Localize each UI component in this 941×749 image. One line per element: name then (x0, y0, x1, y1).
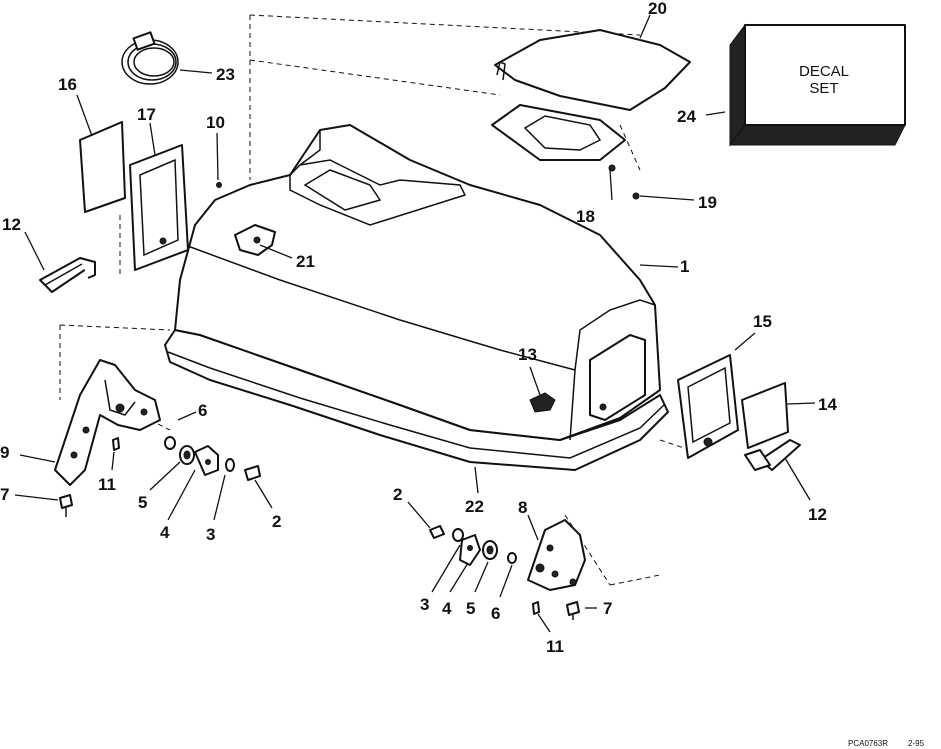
callout-4-right: 4 (442, 599, 452, 618)
callout-20: 20 (648, 0, 667, 18)
callout-21: 21 (296, 252, 315, 271)
hardware-right (216, 182, 640, 620)
callout-18: 18 (576, 207, 595, 226)
latch-part-12-left (39, 257, 96, 293)
callout-6-left: 6 (198, 401, 207, 420)
footer-code-text: PCA0763R (848, 739, 888, 748)
callout-23: 23 (216, 65, 235, 84)
decal-sheet-part-16 (79, 121, 126, 213)
callout-7-right: 7 (603, 599, 612, 618)
callout-13: 13 (518, 345, 537, 364)
decal-label-line1: DECAL (799, 63, 849, 80)
callout-5-left: 5 (138, 493, 147, 512)
bracket-part-8 (527, 519, 586, 591)
callout-22: 22 (465, 497, 484, 516)
callout-14: 14 (818, 395, 837, 414)
decal-label-line2: SET (809, 80, 838, 97)
callout-15: 15 (753, 312, 772, 331)
callout-24: 24 (677, 107, 696, 126)
callout-1: 1 (680, 257, 689, 276)
side-plate-part-15 (677, 354, 739, 459)
callout-4-left: 4 (160, 523, 170, 542)
gasket-part-18 (491, 104, 626, 172)
decal-set-box-part-24: DECAL SET (729, 23, 906, 147)
footer-code: PCA0763R 2-95 (848, 739, 925, 748)
callout-7-left: 7 (0, 485, 9, 504)
callout-17: 17 (137, 105, 156, 124)
callout-11-right: 11 (546, 637, 564, 656)
callout-labels: 1 20 24 23 16 17 10 12 21 18 19 15 14 12… (0, 0, 837, 656)
bracket-part-9 (54, 359, 161, 486)
hardware-left (59, 436, 261, 517)
callout-6-right: 6 (491, 604, 500, 623)
decal-sheet-part-14 (741, 382, 789, 449)
latch-part-12-right (744, 439, 801, 471)
callout-10: 10 (206, 113, 225, 132)
callout-9: 9 (0, 443, 9, 462)
callout-16: 16 (58, 75, 77, 94)
footer-rev-text: 2-95 (908, 739, 925, 748)
callout-3-right: 3 (420, 595, 429, 614)
hose-coil-part-23 (121, 31, 179, 85)
callout-8: 8 (518, 498, 527, 517)
callout-3-left: 3 (206, 525, 215, 544)
callout-11-left: 11 (98, 475, 116, 494)
callout-12-left: 12 (2, 215, 21, 234)
callout-5-right: 5 (466, 599, 475, 618)
side-plate-part-17 (129, 144, 189, 271)
callout-2-left: 2 (272, 512, 281, 531)
callout-19: 19 (698, 193, 717, 212)
callout-2-right: 2 (393, 485, 402, 504)
engine-cover (164, 124, 669, 471)
top-cover-part-20 (494, 29, 691, 111)
leader-lines (14, 14, 816, 633)
callout-12-right: 12 (808, 505, 827, 524)
